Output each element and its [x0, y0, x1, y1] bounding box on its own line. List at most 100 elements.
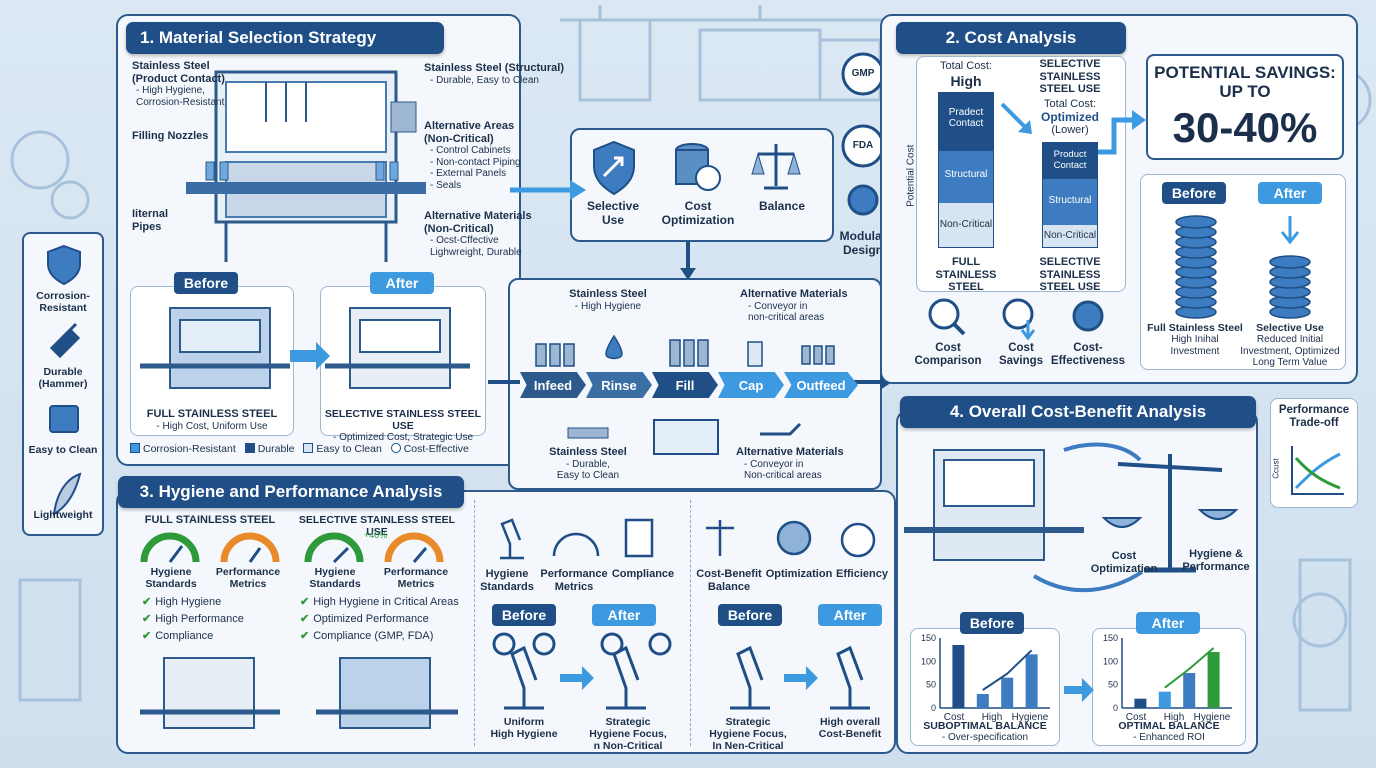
y-tick-label: 100: [1103, 656, 1118, 666]
stack-seg-structural: Structural: [939, 151, 993, 203]
sec3-top-icons: [500, 518, 876, 560]
sec3-icon-compliance: Compliance: [611, 568, 675, 580]
label-ss-structural: Stainless Steel (Structural) - Durable, …: [424, 62, 564, 86]
flow-top-left-note: Stainless Steel- High Hygiene: [569, 288, 647, 312]
checklist-selective: ✔High Hygiene in Critical Areas ✔Optimiz…: [300, 596, 459, 642]
sec1-legend: Corrosion-Resistant Durable Easy to Clea…: [124, 443, 469, 455]
sidebar-durable: Durable (Hammer): [38, 366, 88, 391]
sec3-after-tag-1: After: [592, 604, 656, 626]
label-alt-areas: Alternative Areas (Non-Critical) - Contr…: [424, 120, 521, 191]
bar: [1001, 677, 1014, 708]
savings-card: [1146, 54, 1344, 160]
x-tick-label: Cost: [1126, 712, 1147, 723]
sidebar-lightweight: Lightweight: [33, 509, 93, 521]
invest-after-tag: After: [1258, 182, 1322, 204]
right-total-cost: Total Cost: Optimized (Lower): [1040, 98, 1099, 137]
sec3-after-tag-2: After: [818, 604, 882, 626]
stack-seg-contact: Pradect Contact: [939, 93, 993, 151]
before-after-investment-card: [1140, 174, 1346, 370]
y-tick-label: 0: [1113, 703, 1118, 713]
savings-icon: [1002, 298, 1034, 330]
y-tick-label: 50: [1108, 680, 1118, 690]
cost-icons: [928, 298, 1104, 341]
sec3-divider: [474, 500, 475, 746]
perf-tradeoff-subtitle: Trade-off: [1289, 417, 1339, 430]
bar: [1183, 673, 1196, 708]
x-tick-label: High: [982, 712, 1003, 723]
label-filling-nozzles: Filling Nozzles: [132, 130, 209, 142]
bar: [952, 645, 965, 708]
bar: [1207, 652, 1220, 708]
sidebar-easy-clean: Easy to Clean: [28, 444, 98, 456]
sec3-machines: [140, 657, 458, 729]
flow-step-rinse[interactable]: Rinse: [586, 372, 652, 398]
hammer-icon: [49, 322, 81, 359]
selective-ss-stack: Product Contact Structural Non-Critical: [1042, 142, 1098, 248]
chart-after-tag: After: [1136, 612, 1200, 634]
sec3-before-tag-2: Before: [718, 604, 782, 626]
clipboard-icon: [624, 518, 654, 558]
section2-title: 2. Cost Analysis: [896, 22, 1126, 54]
scale-right-label: Hygiene &Performance: [1182, 548, 1250, 573]
y-tick-label: 150: [921, 633, 936, 643]
sponge-icon: [49, 405, 79, 433]
full-ss-label: FULL STAINLESS STEEL - High Cost, Unifor…: [146, 408, 278, 432]
perf-tradeoff-chart: [1291, 446, 1344, 495]
bar: [1025, 654, 1038, 708]
trend-line: [1164, 647, 1215, 689]
sidebar-corrosion: Corrosion- Resistant: [36, 290, 90, 315]
label-alt-materials: Alternative Materials (Non-Critical) - O…: [424, 210, 532, 258]
magnifier-dollar-icon: [928, 298, 960, 330]
section1-title: 1. Material Selection Strategy: [126, 22, 444, 54]
savings-value: 30-40%: [1172, 104, 1318, 151]
sec3-col1-head: FULL STAINLESS STEEL: [144, 514, 276, 526]
flow-step-infeed[interactable]: Infeed: [520, 372, 586, 398]
bar: [976, 694, 989, 708]
x-tick-label: Hygiene: [1012, 712, 1049, 723]
selective-ss-label: SELECTIVE STAINLESS STEEL USE - Optimize…: [324, 408, 482, 444]
gmp-label: GMP: [851, 68, 875, 79]
flow-bottles: [535, 334, 835, 367]
stack-seg-noncritical: Non-Critical: [939, 203, 993, 247]
savings-label: POTENTIAL SAVINGS:UP TO: [1154, 63, 1336, 101]
sec3-icon-efficiency: Efficiency: [836, 568, 888, 580]
chart-caption-after: OPTIMAL BALANCE- Enhanced ROI: [1118, 720, 1220, 744]
flow-bottom-right-note: Alternative Materials - Conveyor in Non-…: [736, 446, 844, 482]
chart-card-after: [1092, 628, 1246, 746]
machine-compare-illustrations: [140, 307, 470, 389]
gauges: [140, 532, 444, 564]
shield-icon: [47, 244, 81, 286]
bar: [1158, 691, 1171, 708]
strategy-icons: [593, 140, 801, 196]
flow-step-fill[interactable]: Fill: [652, 372, 718, 398]
checklist-full: ✔High Hygiene ✔High Performance ✔Complia…: [142, 596, 244, 642]
invest-before-tag: Before: [1162, 182, 1226, 204]
flow-step-cap[interactable]: Cap: [718, 372, 784, 398]
flow-step-outfeed[interactable]: Outfeed: [784, 372, 858, 398]
speedometer-icon: [552, 532, 600, 557]
sec3-icon-optimization: Optimization: [765, 568, 833, 580]
full-ss-stack: Pradect Contact Structural Non-Critical: [938, 92, 994, 248]
feather-icon: [52, 472, 82, 516]
y-tick-label: 50: [926, 680, 936, 690]
chart-before-tag: Before: [960, 612, 1024, 634]
label-ss-contact: Stainless Steel (Product Contact) - High…: [132, 60, 225, 108]
